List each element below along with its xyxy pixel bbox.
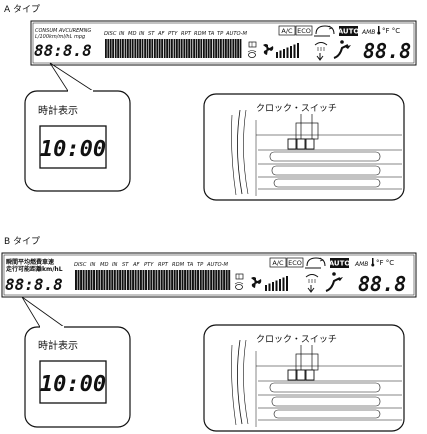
dashboard-illustration-a: クロック・スイッチ <box>203 93 405 201</box>
section-b-title: B タイプ <box>4 236 40 247</box>
indicator-in: IN <box>90 262 96 268</box>
amb-indicator: AMB <box>361 29 375 36</box>
lcd-panel-b: 瞬間平均燃費車速 走行可能距離km/hL 88:8.8 DISC IN MD I… <box>1 252 417 298</box>
indicator-tp: TP <box>197 262 204 268</box>
callout-b: 時計表示 10:00 <box>21 296 131 428</box>
lcd-clock-digits: 88:8.8 <box>34 41 92 60</box>
eco-indicator: ECO <box>288 259 302 267</box>
indicator-rdm: RDM <box>172 262 185 268</box>
indicator-in: IN <box>112 262 118 268</box>
section-a-title: A タイプ <box>4 4 40 15</box>
indicator-auto-m: AUTO-M <box>225 31 247 37</box>
cd-icon <box>235 273 244 280</box>
indicator-row: DISC IN MD IN ST AF PTY RPT RDM TA TP AU… <box>104 31 247 37</box>
indicator-ta: TA <box>208 31 215 37</box>
recirculation-icon <box>305 257 326 269</box>
airflow-icon <box>325 272 343 292</box>
dot-matrix-display <box>75 270 231 290</box>
fan-speed-bars <box>276 43 299 58</box>
consum-label-line2: L/100km/ml/hL mpg <box>35 34 85 40</box>
auto-indicator: AUTO <box>329 260 351 268</box>
indicator-ta: TA <box>187 262 194 268</box>
fan-icon <box>251 277 262 288</box>
indicator-in: IN <box>139 31 145 37</box>
recirculation-icon <box>314 25 335 37</box>
callout-a: 時計表示 10:00 <box>24 62 131 192</box>
thermometer-icon <box>371 258 375 267</box>
clock-switch-button[interactable] <box>287 138 315 150</box>
cd-icon <box>248 41 257 48</box>
ac-indicator: A/C <box>281 27 293 35</box>
clock-reading: 10:00 <box>40 137 106 162</box>
indicator-af: AF <box>157 31 166 37</box>
amb-indicator: AMB <box>354 261 368 268</box>
section-b: B タイプ 瞬間平均燃費車速 走行可能距離km/hL 88:8.8 DISC I… <box>1 236 417 432</box>
airflow-icon <box>333 40 351 59</box>
lcd-panel-a: CONSUM AVCUREMNG L/100km/ml/hL mpg 88:8.… <box>30 20 417 66</box>
switch-label: クロック・スイッチ <box>256 103 337 114</box>
dashboard-illustration-b: クロック・スイッチ <box>203 324 405 432</box>
indicator-pty: PTY <box>168 31 178 37</box>
section-a: A タイプ CONSUM AVCUREMNG L/100km/ml/hL mpg… <box>4 4 417 201</box>
temp-units: °F °C <box>376 259 394 267</box>
defroster-icon <box>314 42 328 61</box>
consum-label-line1: 瞬間平均燃費車速 <box>6 258 54 266</box>
indicator-disc: DISC <box>74 262 87 268</box>
clock-reading: 10:00 <box>40 372 106 397</box>
indicator-row: DISC IN MD IN ST AF PTY RPT RDM TA TP AU… <box>74 262 228 268</box>
callout-label: 時計表示 <box>38 104 78 117</box>
dot-matrix-display <box>105 39 242 58</box>
indicator-in: IN <box>119 31 125 37</box>
consum-label-line1: CONSUM AVCUREMNG <box>35 28 91 34</box>
indicator-rpt: RPT <box>181 31 192 37</box>
defroster-icon <box>305 274 319 293</box>
indicator-disc: DISC <box>104 31 117 37</box>
indicator-tp: TP <box>217 31 224 37</box>
face-vent-icon <box>234 282 244 290</box>
indicator-af: AF <box>132 262 141 268</box>
clock-switch-button[interactable] <box>287 369 315 381</box>
fan-icon <box>263 44 274 55</box>
auto-indicator: AUTO <box>338 28 360 36</box>
temp-units: °F °C <box>382 27 400 35</box>
indicator-auto-m: AUTO-M <box>206 262 228 268</box>
thermometer-icon <box>377 26 381 35</box>
lcd-clock-digits: 88:8.8 <box>5 275 63 294</box>
consum-label-line2: 走行可能距離km/hL <box>6 265 63 273</box>
indicator-st: ST <box>122 262 129 268</box>
indicator-rdm: RDM <box>194 31 207 37</box>
eco-indicator: ECO <box>297 27 311 35</box>
face-vent-icon <box>247 50 257 58</box>
callout-label: 時計表示 <box>38 339 78 352</box>
indicator-st: ST <box>148 31 155 37</box>
ac-indicator: A/C <box>272 259 284 267</box>
indicator-pty: PTY <box>144 262 154 268</box>
indicator-md: MD <box>100 262 108 268</box>
indicator-rpt: RPT <box>158 262 169 268</box>
lcd-temp-digits: 88.8 <box>363 39 411 63</box>
lcd-temp-digits: 88.8 <box>358 272 406 296</box>
switch-label: クロック・スイッチ <box>256 334 337 345</box>
indicator-md: MD <box>128 31 136 37</box>
fan-speed-bars <box>265 276 288 291</box>
